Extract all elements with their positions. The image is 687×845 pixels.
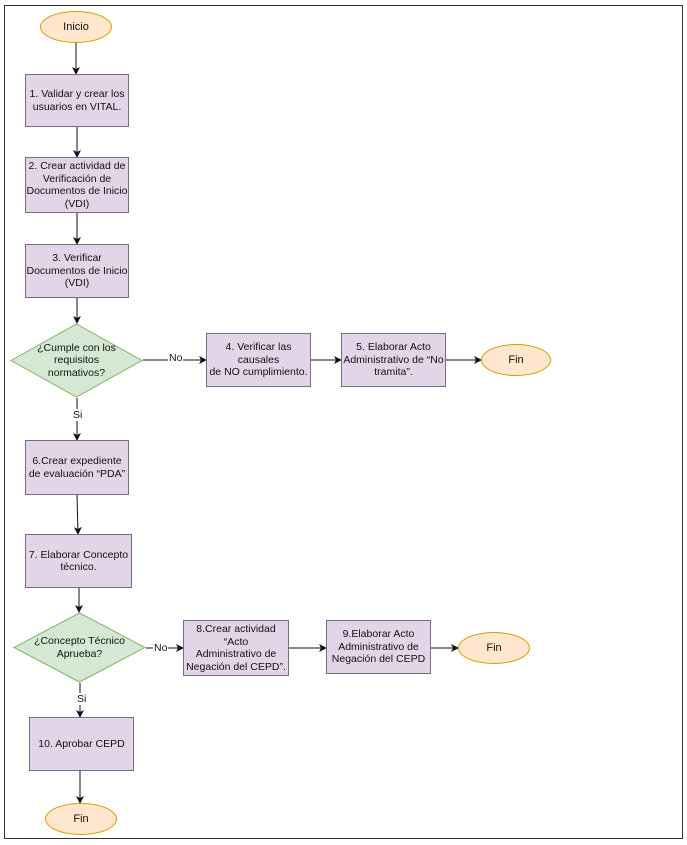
decision-1-diamond: ¿Cumple con los requisitos normativos?: [10, 323, 143, 398]
decision-2-shape: [13, 612, 146, 683]
end-terminal-1: Fin: [481, 344, 551, 376]
decision-2-diamond: ¿Concepto Técnico Aprueba?: [13, 612, 146, 683]
step-5-box: 5. Elaborar Acto Administrativo de “No t…: [341, 333, 446, 387]
step-6-box: 6.Crear expediente de evaluación “PDA”: [25, 440, 129, 495]
edge-label-no-2: No: [153, 642, 169, 654]
step-2-box: 2. Crear actividad de Verificación de Do…: [25, 157, 129, 213]
step-1-box: 1. Validar y crear los usuarios en VITAL…: [25, 74, 129, 127]
end-terminal-2: Fin: [458, 632, 530, 664]
diagram-canvas: [4, 5, 683, 839]
step-8-box: 8.Crear actividad “Acto Administrativo d…: [183, 620, 289, 676]
decision-1-shape: [10, 323, 143, 398]
edge-label-no-1: No: [168, 352, 184, 364]
end-terminal-3: Fin: [45, 803, 117, 835]
step-7-box: 7. Elaborar Concepto técnico.: [25, 534, 132, 588]
start-terminal: Inicio: [40, 11, 112, 43]
edge-step6-step7: [73, 494, 82, 535]
decision-1-label: ¿Cumple con los requisitos normativos?: [37, 341, 116, 379]
decision-2-label: ¿Concepto Técnico Aprueba?: [34, 635, 125, 660]
edge-label-si-1: Si: [72, 409, 84, 421]
step-9-box: 9.Elaborar Acto Administrativo de Negaci…: [326, 620, 431, 674]
step-4-box: 4. Verificar las causales de NO cumplimi…: [206, 333, 311, 387]
step-10-box: 10. Aprobar CEPD: [29, 717, 134, 771]
step-3-box: 3. Verificar Documentos de Inicio (VDI): [25, 244, 129, 298]
edge-label-si-2: Si: [76, 693, 88, 705]
